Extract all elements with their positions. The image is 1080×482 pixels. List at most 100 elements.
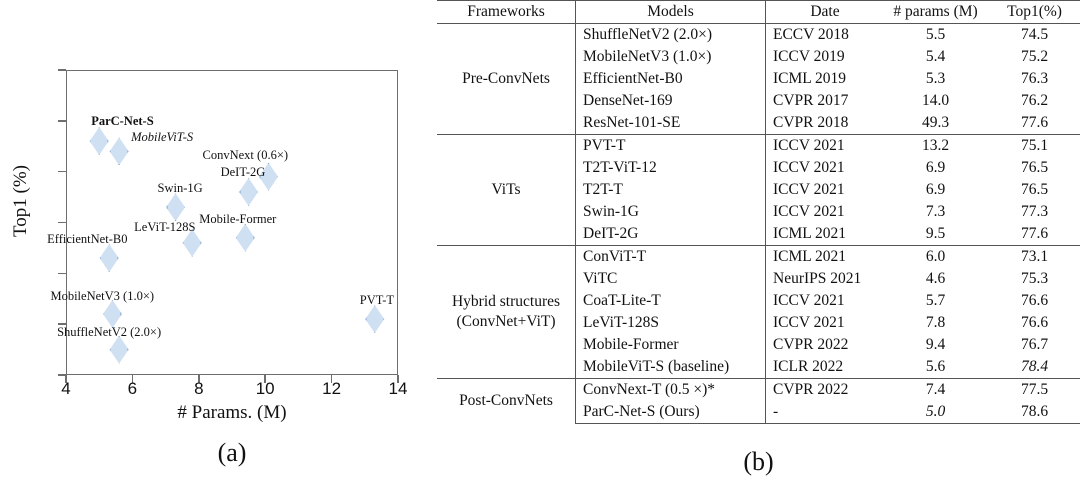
date-cell: NeurIPS 2021 — [765, 268, 884, 290]
model-cell: ViTC — [575, 268, 766, 290]
params-cell: 6.0 — [884, 245, 987, 268]
data-point-label: ParC-Net-S — [91, 114, 154, 129]
top1-cell: 76.5 — [1020, 159, 1049, 176]
data-point-label: Mobile-Former — [199, 211, 277, 226]
date-cell: ECCV 2018 — [765, 23, 884, 46]
date-cell: CVPR 2018 — [765, 112, 884, 135]
column-header: Frameworks — [437, 0, 576, 24]
y-tick-mark — [58, 69, 66, 71]
y-tick-mark — [58, 374, 66, 376]
top1-cell: 75.2 — [1020, 48, 1049, 65]
date-cell: CVPR 2022 — [765, 334, 884, 356]
data-point-marker — [89, 127, 109, 156]
data-point-marker — [182, 228, 202, 257]
date-cell: ICCV 2021 — [765, 290, 884, 312]
date-cell: ICML 2021 — [765, 245, 884, 268]
model-cell: ResNet-101-SE — [575, 112, 766, 135]
framework-cell: Post-ConvNets — [437, 378, 576, 424]
x-tick-label: 8 — [194, 379, 204, 398]
date-cell: ICCV 2021 — [765, 157, 884, 179]
framework-cell: Hybrid structures(ConvNet+ViT) — [437, 245, 576, 379]
params-cell: 7.3 — [925, 203, 946, 220]
column-header: # params (M) — [884, 0, 987, 24]
params-cell: 6.9 — [925, 159, 946, 176]
x-axis-label: # Params. (M) — [177, 402, 287, 423]
x-tick-label: 12 — [322, 379, 342, 398]
params-cell: 7.4 — [884, 378, 987, 401]
top1-cell: 75.1 — [987, 134, 1080, 157]
top1-cell: 73.1 — [987, 245, 1080, 268]
top1-cell: 77.6 — [1020, 225, 1049, 242]
data-point-marker — [365, 305, 385, 334]
date-cell: ICCV 2021 — [765, 312, 884, 334]
data-point-label: DeIT-2G — [220, 165, 266, 179]
y-tick-mark — [58, 221, 66, 224]
y-tick-mark — [58, 170, 66, 173]
top1-cell: 77.5 — [987, 378, 1080, 401]
data-point-marker — [259, 162, 279, 191]
params-cell: 5.3 — [925, 70, 946, 87]
top1-cell: 74.5 — [1020, 26, 1049, 43]
column-header: Models — [575, 0, 766, 24]
x-tick-mark — [330, 375, 333, 383]
y-axis-label: Top1 (%) — [10, 165, 31, 238]
params-cell: 6.9 — [925, 181, 946, 198]
date-cell: ICCV 2021 — [765, 201, 884, 223]
x-tick-mark — [264, 375, 266, 383]
params-cell: 5.7 — [925, 292, 946, 309]
plot-area — [66, 70, 398, 375]
data-point-label: PVT-T — [359, 293, 395, 308]
params-cell: 5.4 — [925, 48, 946, 65]
params-cell: 5.6 — [925, 358, 946, 375]
data-point-label: ConvNext (0.6×) — [202, 147, 289, 162]
data-point-label: Swin-1G — [157, 181, 203, 196]
model-cell: ConvNext-T (0.5 ×)* — [575, 378, 766, 401]
params-cell: 4.6 — [925, 270, 946, 287]
data-point-marker — [166, 193, 186, 222]
params-cell: 5.5 — [925, 26, 946, 43]
params-cell: 13.2 — [884, 134, 987, 157]
date-cell: ICML 2019 — [765, 68, 884, 90]
x-tick-mark — [198, 375, 200, 383]
column-header: Date — [765, 0, 884, 24]
top1-cell: 76.6 — [1020, 292, 1049, 309]
params-cell: 9.4 — [925, 336, 946, 353]
model-cell: EfficientNet-B0 — [575, 68, 766, 90]
params-cell: 49.3 — [921, 114, 950, 131]
top1-cell: 76.7 — [1020, 336, 1049, 353]
y-tick-mark — [58, 120, 66, 122]
date-cell: ICCV 2021 — [765, 134, 884, 157]
top1-cell: 78.4 — [1020, 358, 1049, 375]
x-tick-mark — [65, 375, 67, 383]
params-cell: 14.0 — [921, 92, 950, 109]
model-cell: DeIT-2G — [575, 223, 766, 246]
data-point-label: MobileViT-S — [131, 130, 194, 145]
date-cell: - — [765, 401, 884, 424]
params-cell: 7.8 — [925, 314, 946, 331]
data-point-marker — [239, 178, 259, 206]
x-tick-mark — [131, 375, 134, 383]
model-cell: ParC-Net-S (Ours) — [575, 401, 766, 424]
model-cell: MobileNetV3 (1.0×) — [575, 46, 766, 68]
x-tick-mark — [397, 375, 399, 383]
data-point-marker — [235, 223, 255, 252]
data-point-marker — [99, 244, 119, 273]
data-point-label: ShuffleNetV2 (2.0×) — [57, 324, 162, 339]
top1-cell: 76.2 — [1020, 92, 1049, 109]
model-cell: ConViT-T — [575, 245, 766, 268]
x-tick-label: 10 — [255, 379, 275, 398]
